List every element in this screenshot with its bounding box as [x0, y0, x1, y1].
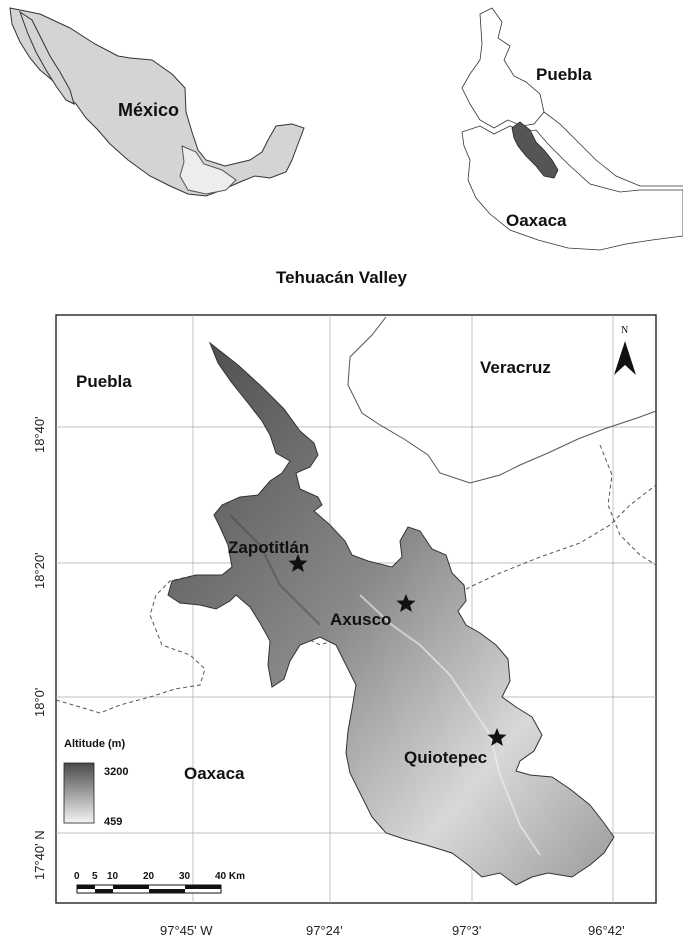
oaxaca-region-label: Oaxaca [184, 764, 245, 783]
site-zapotitlan: Zapotitlán [228, 538, 309, 572]
oaxaca-state-outline [461, 125, 683, 251]
lon-tick-label: 97°45' W [160, 923, 213, 938]
site-label: Zapotitlán [228, 538, 309, 557]
lon-tick-label: 97°3' [452, 923, 481, 938]
puebla-oaxaca-highlight [179, 145, 237, 195]
scale-label: 5 [92, 871, 98, 882]
legend-gradient-bar [63, 762, 95, 824]
states-inset-map: Puebla Oaxaca [461, 7, 683, 251]
mexico-country-shape [9, 7, 305, 197]
mexico-label: México [118, 100, 179, 120]
star-icon [396, 594, 416, 612]
tehuacan-valley-dem [167, 341, 615, 886]
valley-ridge-shading [359, 594, 541, 856]
legend-min: 459 [104, 816, 122, 828]
puebla-state-outline [461, 7, 545, 129]
star-icon [487, 728, 507, 746]
scale-label: 30 [179, 871, 191, 882]
scale-bar: 0 5 10 20 30 40 Km [74, 871, 245, 894]
map-title: Tehuacán Valley [275, 268, 408, 287]
veracruz-outline [543, 111, 683, 187]
puebla-inset-label: Puebla [536, 65, 592, 84]
site-label: Axusco [330, 610, 391, 629]
north-arrow-icon [614, 341, 636, 375]
state-boundary-dashed-2 [599, 444, 657, 566]
legend-title: Altitude (m) [64, 738, 125, 750]
lon-tick-label: 97°24' [306, 923, 343, 938]
north-arrow-label: N [621, 325, 628, 336]
valley-highlight-shape [511, 121, 559, 179]
site-label: Quiotepec [404, 748, 487, 767]
altitude-legend: Altitude (m) 3200 459 [63, 738, 128, 828]
puebla-region-label: Puebla [76, 372, 132, 391]
scale-label: 20 [143, 871, 155, 882]
state-boundary-solid [347, 316, 657, 484]
north-arrow: N [614, 325, 636, 375]
lon-tick-label: 96°42' [588, 923, 625, 938]
mexico-inset-map: México [9, 7, 305, 197]
scale-label: 40 Km [215, 871, 245, 882]
lat-tick-label: 18°40' [32, 416, 47, 453]
lat-tick-label: 18°0' [32, 688, 47, 717]
scale-label: 10 [107, 871, 119, 882]
site-quiotepec: Quiotepec [404, 728, 507, 767]
baja-california-shape [19, 10, 75, 105]
scale-label: 0 [74, 871, 80, 882]
lat-tick-label: 17°40' N [32, 830, 47, 880]
main-map: Puebla Veracruz Oaxaca Zapotitlán Axusco… [32, 314, 657, 938]
star-icon [288, 554, 308, 572]
site-axusco: Axusco [330, 594, 416, 629]
oaxaca-inset-label: Oaxaca [506, 211, 567, 230]
legend-max: 3200 [104, 766, 128, 778]
lat-tick-label: 18°20' [32, 552, 47, 589]
valley-ridge-shading-2 [229, 514, 321, 626]
veracruz-region-label: Veracruz [480, 358, 551, 377]
